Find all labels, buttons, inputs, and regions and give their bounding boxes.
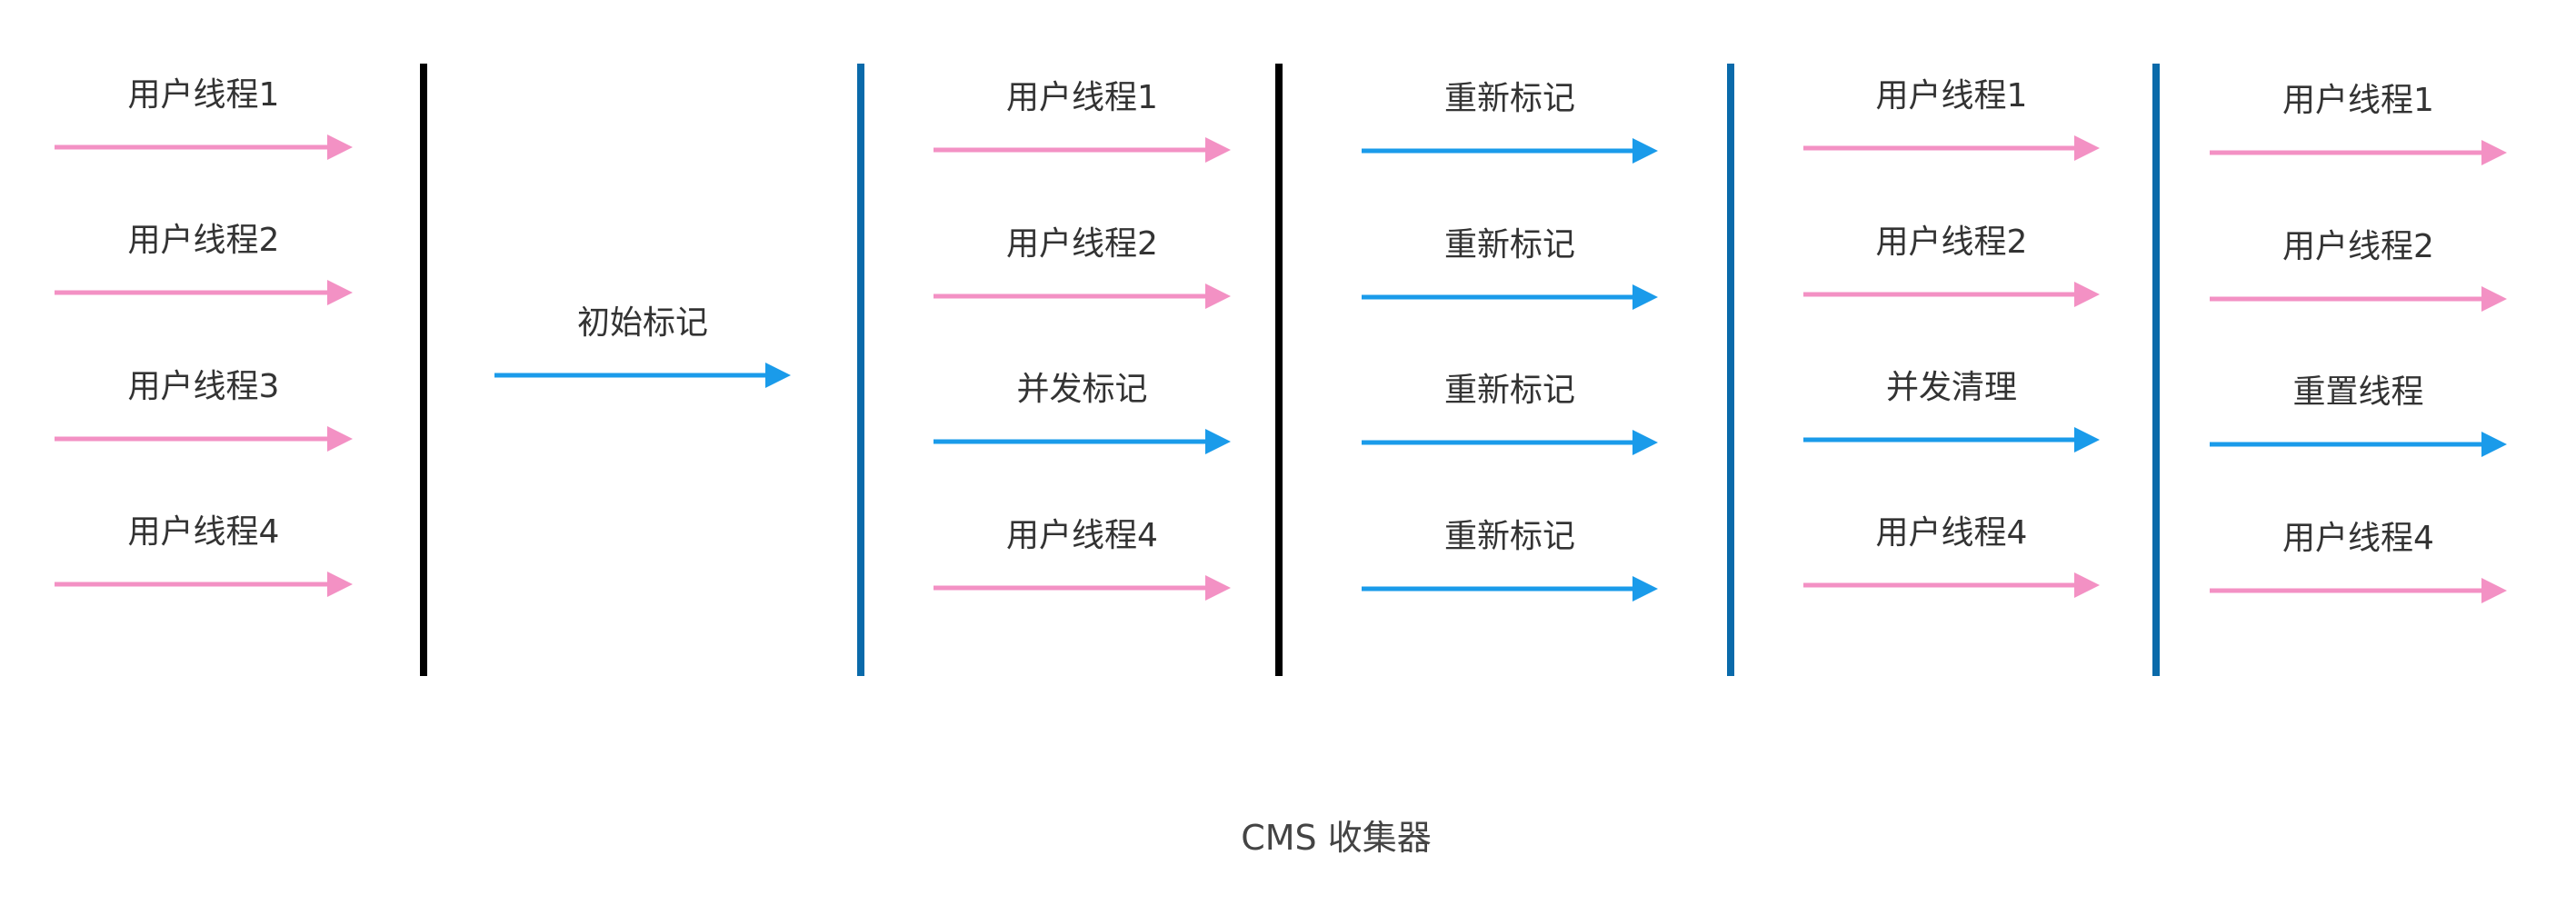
thread-label-user: 用户线程4 — [128, 513, 280, 551]
thread-label-gc: 并发标记 — [1016, 371, 1147, 408]
phase-1: 用户线程1 用户线程2 用户线程3 用户线程4 — [55, 76, 353, 597]
phase-boundaries — [420, 64, 2160, 676]
thread-label-user: 用户线程4 — [1876, 514, 2028, 552]
thread-arrow-head-gc — [2074, 427, 2100, 452]
thread-arrow-head-user — [1205, 575, 1231, 601]
thread-arrow-head-user — [2074, 135, 2100, 161]
thread-label-user: 用户线程1 — [1006, 79, 1158, 116]
thread-arrow-head-user — [1205, 283, 1231, 309]
thread-label-gc: 重新标记 — [1444, 226, 1575, 264]
phase-2: 初始标记 — [494, 304, 791, 388]
thread-label-user: 用户线程2 — [1006, 225, 1158, 263]
thread-arrow-head-gc — [1205, 429, 1231, 454]
thread-arrow-head-user — [2481, 286, 2507, 312]
thread-label-user: 用户线程1 — [1876, 77, 2028, 114]
phases: 用户线程1用户线程2用户线程3用户线程4初始标记用户线程1用户线程2并发标记用户… — [55, 76, 2507, 603]
thread-arrow-head-gc — [765, 363, 791, 388]
thread-arrow-head-gc — [1632, 284, 1658, 310]
thread-arrow-head-user — [2074, 282, 2100, 307]
thread-arrow-head-gc — [1632, 430, 1658, 455]
thread-label-gc: 重新标记 — [1444, 372, 1575, 409]
thread-arrow-head-user — [327, 280, 353, 305]
thread-arrow-head-gc — [1632, 576, 1658, 602]
thread-label-user: 用户线程4 — [2282, 520, 2434, 557]
thread-label-user: 用户线程2 — [1876, 224, 2028, 261]
thread-label-gc: 重新标记 — [1444, 80, 1575, 117]
thread-arrow-head-user — [1205, 137, 1231, 163]
thread-arrow-head-gc — [2481, 432, 2507, 457]
thread-arrow-head-gc — [1632, 138, 1658, 164]
thread-arrow-head-user — [2074, 572, 2100, 598]
thread-arrow-head-user — [2481, 140, 2507, 165]
thread-label-gc: 重新标记 — [1444, 518, 1575, 555]
diagram-caption: CMS 收集器 — [1241, 818, 1432, 858]
thread-label-user: 用户线程4 — [1006, 517, 1158, 554]
thread-label-gc: 初始标记 — [577, 304, 708, 342]
thread-label-user: 用户线程2 — [2282, 228, 2434, 265]
thread-label-gc: 重置线程 — [2292, 373, 2423, 411]
thread-label-user: 用户线程2 — [128, 222, 280, 259]
thread-arrow-head-user — [327, 572, 353, 597]
thread-label-gc: 并发清理 — [1886, 369, 2017, 406]
thread-label-user: 用户线程1 — [128, 76, 280, 114]
thread-arrow-head-user — [327, 134, 353, 160]
thread-arrow-head-user — [327, 426, 353, 452]
thread-label-user: 用户线程1 — [2282, 82, 2434, 119]
thread-arrow-head-user — [2481, 578, 2507, 603]
thread-label-user: 用户线程3 — [128, 368, 280, 405]
